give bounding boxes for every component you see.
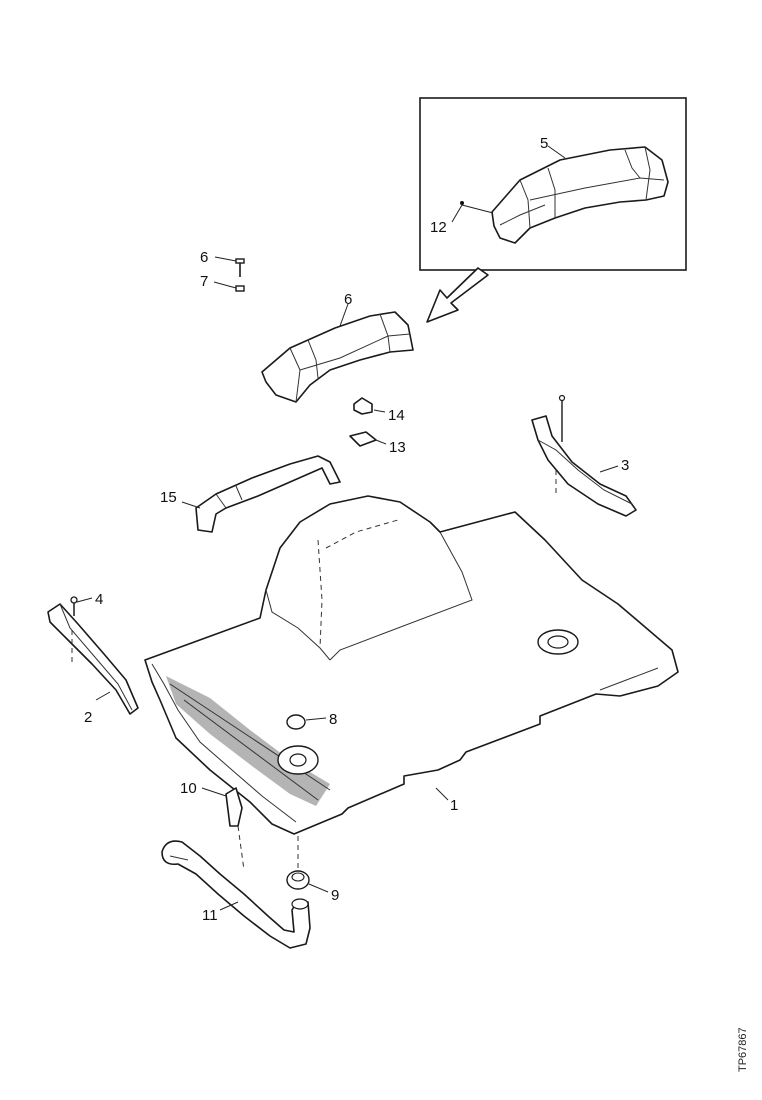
- part-14-clip: [353, 397, 386, 415]
- document-id: TP67867: [737, 1027, 749, 1072]
- callout-11: 11: [202, 907, 218, 924]
- part-2-trim: [47, 603, 139, 715]
- part-8-plug: [286, 714, 327, 730]
- callout-13: 13: [389, 439, 406, 456]
- callout-6-cover: 6: [344, 291, 352, 308]
- part-3-trim: [531, 394, 637, 517]
- nut-7: [213, 281, 245, 292]
- callout-14: 14: [388, 407, 405, 424]
- callout-1: 1: [450, 797, 458, 814]
- part-5-inset-cover: [491, 146, 669, 244]
- part-10-clip: [201, 787, 245, 871]
- screw-6: [214, 256, 245, 277]
- part-9-grommet: [286, 836, 329, 893]
- callout-3: 3: [621, 457, 629, 474]
- callout-labels: 1 2 3 4 5 6 6 7 8 9 10 11 12 13 14 15: [84, 135, 629, 924]
- callout-2: 2: [84, 709, 92, 726]
- part-11-drain-hose: [161, 840, 311, 949]
- part-15-trim: [181, 455, 341, 533]
- callout-6-screw: 6: [200, 249, 208, 266]
- detail-inset: [419, 97, 687, 271]
- callout-4: 4: [95, 591, 103, 608]
- part-13-pad: [349, 431, 387, 447]
- part-6-cover: [261, 303, 414, 403]
- screw-4: [70, 596, 93, 616]
- part-1-floor-mat: [144, 495, 679, 835]
- callout-9: 9: [331, 887, 339, 904]
- callout-7: 7: [200, 273, 208, 290]
- callout-10: 10: [180, 780, 197, 797]
- pointer-arrow: [426, 267, 489, 323]
- callout-8: 8: [329, 711, 337, 728]
- callout-5: 5: [540, 135, 548, 152]
- callout-15: 15: [160, 489, 177, 506]
- callout-12: 12: [430, 219, 447, 236]
